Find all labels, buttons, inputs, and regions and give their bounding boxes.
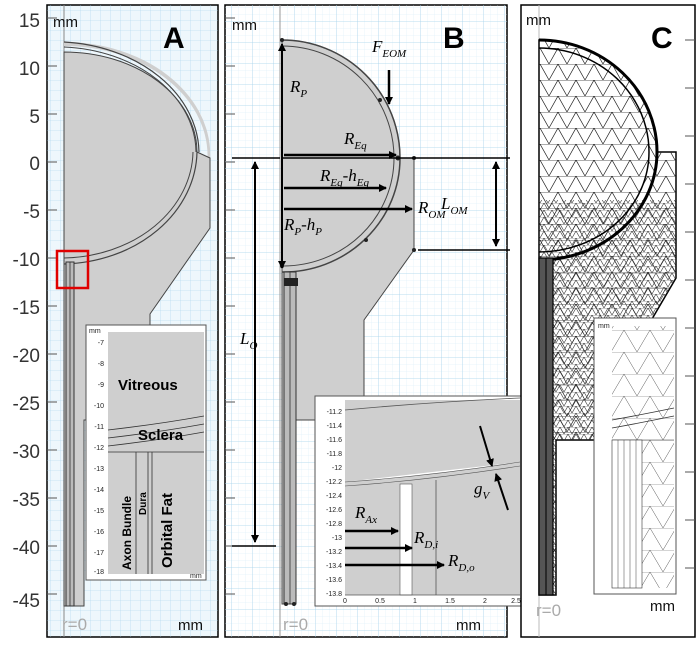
inset-a-tick: -10 bbox=[94, 403, 104, 410]
panel-a-highlight-box bbox=[55, 249, 90, 290]
y-tick-neg40: -40 bbox=[13, 538, 40, 559]
inset-b-x-tick: 2 bbox=[483, 598, 487, 605]
inset-a-tick: -11 bbox=[94, 424, 104, 431]
arrow-g-v-top bbox=[479, 425, 494, 467]
inset-b-y-tick: -13 bbox=[332, 535, 342, 542]
inset-b-y-tick: -13.2 bbox=[326, 549, 342, 556]
label-r-do: RD,o bbox=[447, 551, 475, 574]
inset-b-x-tick: 0 bbox=[343, 598, 347, 605]
inset-b-x-tick: 0.5 bbox=[375, 598, 385, 605]
inset-b-y-tick: -12 bbox=[332, 465, 342, 472]
inset-b-y-tick: -11.4 bbox=[327, 423, 343, 430]
inset-b-y-tick: -11.2 bbox=[327, 409, 343, 416]
panel-b: mm B FEOM RP REq REq-hEq ROM LOM RP-hP L… bbox=[224, 4, 524, 638]
arrow-g-v-bottom bbox=[494, 473, 509, 511]
inset-b-y-tick: -12.2 bbox=[326, 479, 342, 486]
label-sclera: Sclera bbox=[138, 427, 184, 444]
inset-b-x-tick: 2.5 bbox=[511, 598, 521, 605]
label-r-ax: RAx bbox=[354, 503, 377, 526]
inset-b-y-tick: -13.4 bbox=[326, 563, 342, 570]
label-r-eq: REq bbox=[343, 129, 367, 152]
panel-c: mm C r=0 mm mm bbox=[520, 4, 696, 638]
y-tick-neg30: -30 bbox=[13, 442, 40, 463]
panel-b-unit-bottom: mm bbox=[456, 617, 481, 634]
inset-a-tick: -9 bbox=[98, 382, 104, 389]
inset-b-y-tick: -12.8 bbox=[326, 521, 342, 528]
panel-b-r-zero: r=0 bbox=[283, 615, 308, 634]
inset-b-y-tick: -12.6 bbox=[326, 507, 342, 514]
y-tick-neg35: -35 bbox=[13, 490, 40, 511]
inset-b-y-tick: -12.4 bbox=[326, 493, 342, 500]
panel-c-unit-top: mm bbox=[526, 12, 551, 29]
y-tick-neg25: -25 bbox=[13, 394, 40, 415]
inset-a-tick: -16 bbox=[94, 529, 104, 536]
inset-b-y-tick: -11.8 bbox=[327, 451, 343, 458]
y-tick-neg15: -15 bbox=[13, 298, 40, 319]
panel-a-letter: A bbox=[163, 22, 185, 55]
inset-a-tick: -17 bbox=[94, 550, 104, 557]
panel-c-unit-bottom: mm bbox=[650, 598, 675, 615]
label-axon-bundle: Axon Bundle bbox=[120, 496, 134, 570]
inset-b-x-tick: 1 bbox=[413, 598, 417, 605]
label-r-om: ROM bbox=[417, 198, 446, 221]
label-r-p: RP bbox=[289, 77, 307, 100]
label-g-v: gV bbox=[474, 479, 491, 502]
panel-b-letter: B bbox=[443, 22, 465, 55]
panel-c-letter: C bbox=[651, 22, 673, 55]
inset-b-y-tick: -13.6 bbox=[326, 577, 342, 584]
y-tick-neg45: -45 bbox=[13, 591, 40, 612]
panel-a-inset: mm -7 -8 -9 -10 -11 -12 -13 -14 -15 -16 … bbox=[85, 324, 207, 581]
inset-b-y-tick: -13.8 bbox=[326, 591, 342, 598]
y-tick-15: 15 bbox=[19, 11, 40, 32]
inset-c-unit: mm bbox=[598, 323, 610, 330]
panel-c-inset: mm bbox=[593, 317, 677, 595]
inset-a-tick: -12 bbox=[94, 445, 104, 452]
label-r-di: RD,i bbox=[413, 528, 438, 551]
y-axis: 15 10 5 0 -5 -10 -15 -20 -25 -30 -35 -40… bbox=[13, 11, 40, 612]
inset-a-unit-top: mm bbox=[89, 328, 101, 335]
y-tick-neg10: -10 bbox=[13, 250, 40, 271]
y-tick-neg20: -20 bbox=[13, 346, 40, 367]
inset-a-tick: -14 bbox=[94, 487, 104, 494]
label-dura: Dura bbox=[138, 492, 149, 515]
label-orbital-fat: Orbital Fat bbox=[159, 493, 176, 568]
y-tick-0: 0 bbox=[29, 154, 40, 175]
panel-a-unit-bottom: mm bbox=[178, 617, 203, 634]
panel-c-ruler bbox=[685, 39, 695, 569]
y-tick-5: 5 bbox=[29, 107, 40, 128]
panel-b-ruler bbox=[225, 17, 235, 595]
inset-a-tick: -8 bbox=[98, 361, 104, 368]
label-vitreous: Vitreous bbox=[118, 377, 178, 394]
label-r-p-h: RP-hP bbox=[283, 215, 322, 238]
inset-a-tick: -15 bbox=[94, 508, 104, 515]
panel-a-ruler bbox=[47, 17, 57, 595]
inset-b-x-tick: 1.5 bbox=[445, 598, 455, 605]
label-f: FEOM bbox=[371, 37, 407, 60]
panel-a-unit-top: mm bbox=[53, 14, 78, 31]
inset-b-y-tick: -11.6 bbox=[327, 437, 343, 444]
label-l-o: LO bbox=[239, 329, 257, 352]
inset-a-tick: -7 bbox=[98, 340, 104, 347]
inset-a-tick: -13 bbox=[94, 466, 104, 473]
panel-c-r-zero: r=0 bbox=[536, 601, 561, 620]
y-tick-neg5: -5 bbox=[23, 202, 40, 223]
label-l-om: LOM bbox=[440, 194, 468, 217]
panel-b-inset: -11.2 -11.4 -11.6 -11.8 -12 -12.2 -12.4 … bbox=[314, 395, 524, 607]
label-r-eq-h: REq-hEq bbox=[319, 166, 370, 189]
panel-a-r-zero: r=0 bbox=[62, 615, 87, 634]
inset-a-unit-bottom: mm bbox=[190, 573, 202, 580]
panel-b-unit-top: mm bbox=[232, 17, 257, 34]
inset-a-tick: -18 bbox=[94, 569, 104, 576]
panel-a: mm A r=0 mm mm -7 -8 -9 -10 -11 -12 -13 … bbox=[46, 4, 219, 638]
y-tick-10: 10 bbox=[19, 59, 40, 80]
